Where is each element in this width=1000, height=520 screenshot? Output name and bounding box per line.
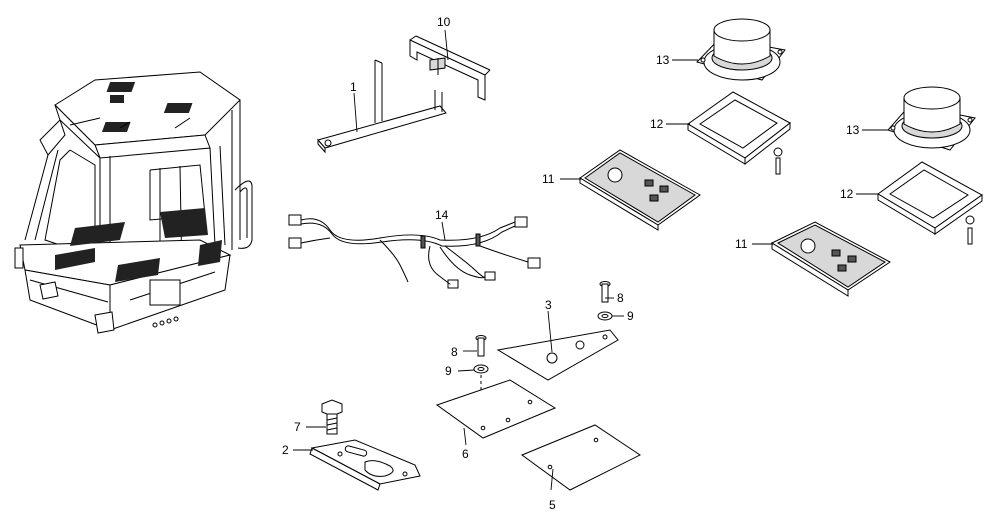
part-5-plate: [520, 424, 641, 491]
callout-8-right: 8: [617, 291, 624, 305]
callout-leaders: [293, 29, 888, 491]
part-13-speaker-lower: [887, 86, 976, 151]
callout-labels: 1 2 3 5 6 7 8 8 9 9 10 11 11 12 12 13 13…: [282, 15, 860, 512]
callout-1: 1: [350, 80, 357, 94]
part-10-clip: [409, 35, 491, 101]
callout-3: 3: [545, 298, 552, 312]
part-6-plate: [435, 379, 557, 439]
part-2-mounting-plate: [309, 439, 421, 491]
part-13-speaker-upper: [696, 18, 786, 81]
callout-6: 6: [462, 447, 469, 461]
callout-10: 10: [437, 15, 451, 29]
callout-12-upper: 12: [650, 117, 664, 131]
part-7-bolt: [321, 399, 343, 435]
part-8-screw-left: [475, 335, 487, 357]
part-8-screw-right: [599, 281, 611, 303]
callout-13-lower: 13: [846, 123, 860, 137]
part-3-triangle-plate: [496, 329, 619, 381]
cab-assembly: [14, 71, 253, 334]
callout-9-right: 9: [627, 309, 634, 323]
part-11-panel-lower: [770, 221, 891, 297]
part-1-bracket: [317, 59, 447, 154]
callout-5: 5: [549, 498, 556, 512]
callout-7: 7: [294, 420, 301, 434]
callout-11-upper: 11: [542, 172, 555, 186]
callout-12-lower: 12: [840, 187, 854, 201]
callout-11-lower: 11: [735, 237, 748, 251]
callout-13-upper: 13: [656, 53, 670, 67]
part-12-frame-upper: [687, 91, 791, 175]
callout-8-left: 8: [451, 345, 458, 359]
callout-9-left: 9: [445, 364, 452, 378]
callout-14: 14: [435, 208, 449, 222]
part-12-frame-lower: [877, 161, 983, 245]
part-14-wiring-harness: [288, 214, 541, 289]
part-9-washer-right: [597, 311, 613, 321]
part-11-panel-upper: [579, 149, 701, 231]
part-9-washer-left: [473, 364, 489, 428]
callout-2: 2: [282, 443, 289, 457]
